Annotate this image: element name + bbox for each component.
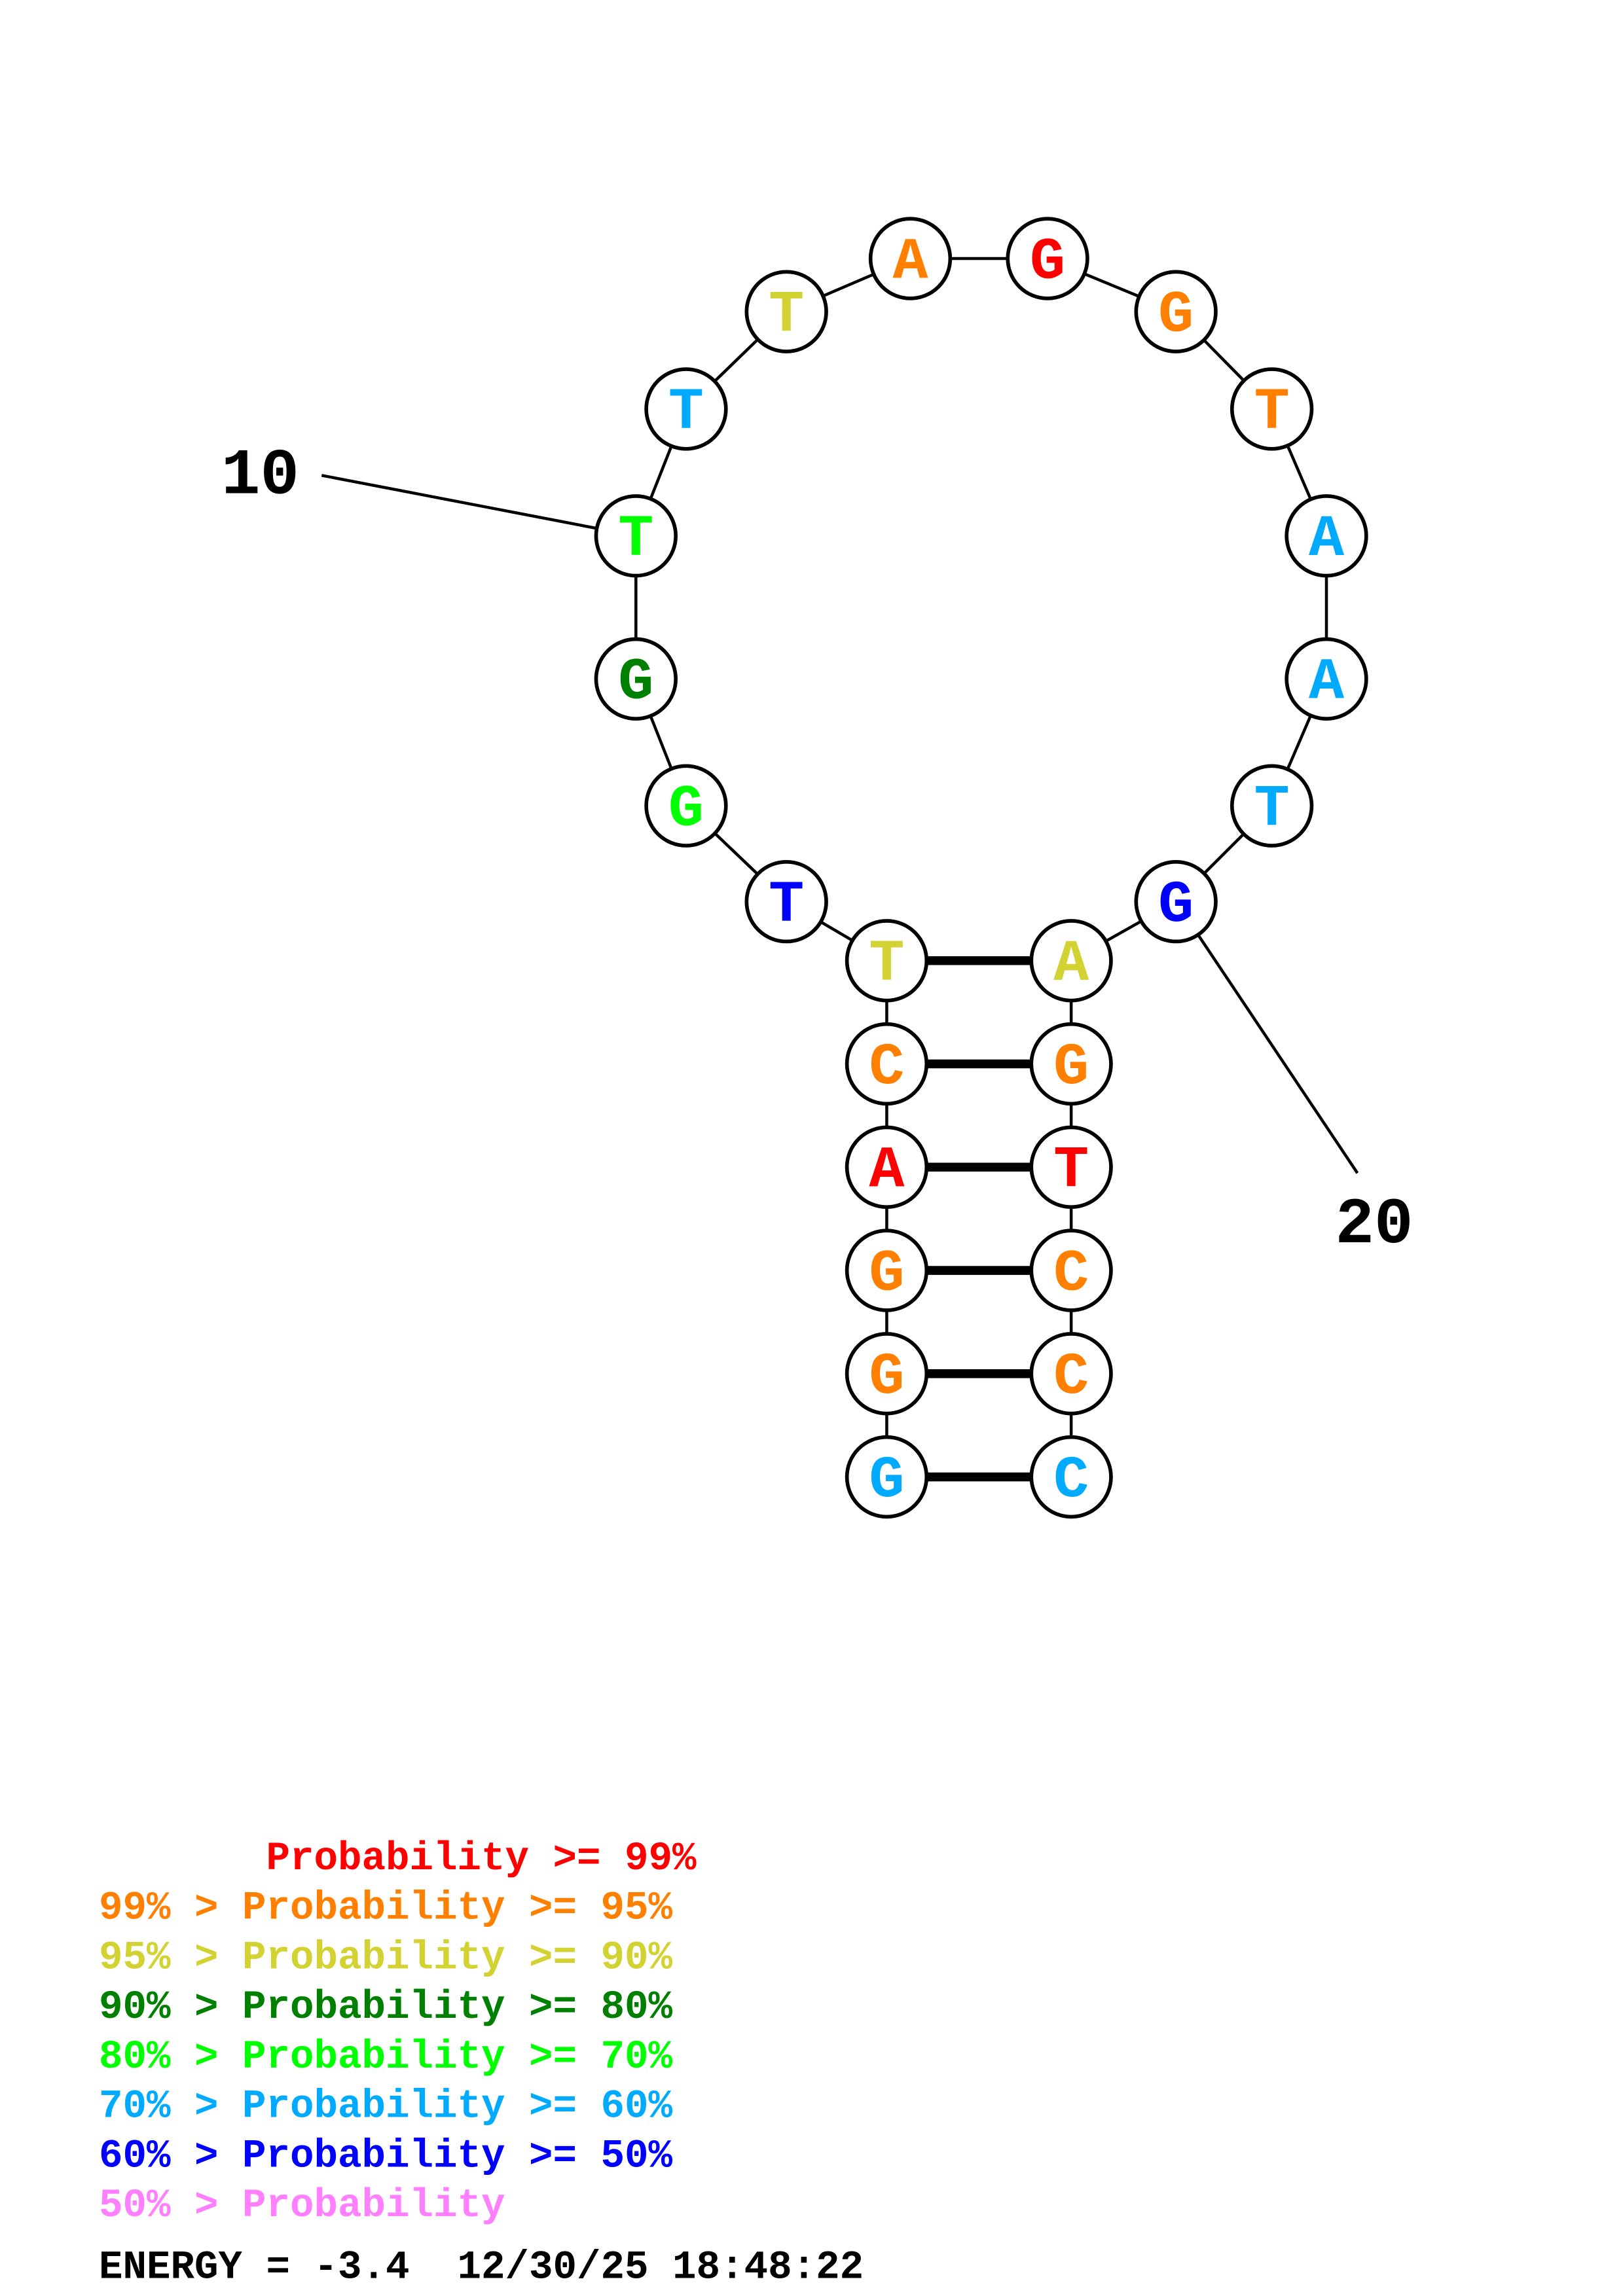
position-label: 20 bbox=[1336, 1188, 1413, 1262]
nucleotide-circle bbox=[845, 1229, 929, 1312]
nucleotide-4: A bbox=[845, 1125, 929, 1209]
nucleotide-base: T bbox=[668, 380, 704, 446]
nucleotide-circle bbox=[1029, 1229, 1113, 1312]
nucleotide-21: A bbox=[1029, 919, 1113, 1003]
legend-entry: Probability >= 99% bbox=[99, 1837, 697, 1882]
legend-entry: 60% > Probability >= 50% bbox=[99, 2134, 673, 2179]
nucleotide-base: C bbox=[1053, 1448, 1089, 1515]
nucleotide-base: T bbox=[1053, 1138, 1089, 1205]
nucleotide-circle bbox=[644, 367, 728, 451]
nucleotide-base: T bbox=[1254, 776, 1290, 843]
nucleotide-base: G bbox=[1053, 1035, 1089, 1102]
nucleotide-circle bbox=[1006, 217, 1089, 300]
nucleotide-23: T bbox=[1029, 1125, 1113, 1209]
nucleotide-circle bbox=[594, 637, 678, 721]
nucleotide-10: T bbox=[594, 494, 678, 578]
nucleotide-base: C bbox=[869, 1035, 904, 1102]
legend-entry: 50% > Probability bbox=[99, 2183, 505, 2229]
legend-entry: 80% > Probability >= 70% bbox=[99, 2035, 673, 2080]
legend-entry: 70% > Probability >= 60% bbox=[99, 2085, 673, 2130]
nucleotide-base: A bbox=[1309, 650, 1345, 717]
nucleotide-circle bbox=[1285, 637, 1368, 721]
nucleotide-base: G bbox=[618, 650, 653, 717]
backbone-lines bbox=[634, 257, 1328, 1477]
nucleotide-circle bbox=[644, 764, 728, 848]
nucleotide-circle bbox=[1230, 764, 1314, 848]
nucleotide-base: T bbox=[769, 282, 804, 349]
nucleotide-15: G bbox=[1134, 270, 1218, 353]
nucleotide-base: C bbox=[1053, 1344, 1089, 1411]
nucleotide-base: T bbox=[618, 507, 653, 573]
nucleotide-base: T bbox=[869, 931, 904, 998]
nucleotide-24: C bbox=[1029, 1229, 1113, 1312]
nucleotide-26: C bbox=[1029, 1435, 1113, 1519]
nucleotide-circle bbox=[1029, 919, 1113, 1003]
position-label-leader bbox=[321, 474, 636, 537]
nucleotide-circle bbox=[1029, 1435, 1113, 1519]
nucleotide-25: C bbox=[1029, 1332, 1113, 1416]
nucleotide-20: G bbox=[1134, 859, 1218, 944]
nucleotide-circle bbox=[1029, 1022, 1113, 1106]
nucleotide-base: G bbox=[1030, 229, 1065, 296]
nucleotide-circle bbox=[845, 1022, 929, 1106]
nucleotide-5: C bbox=[845, 1022, 929, 1106]
nucleotide-circle bbox=[1029, 1332, 1113, 1416]
nucleotide-base: G bbox=[869, 1344, 904, 1411]
nucleotide-circle bbox=[845, 1332, 929, 1416]
nucleotide-circle bbox=[1029, 1125, 1113, 1209]
position-labels: 10 20 bbox=[221, 439, 1413, 1262]
nucleotide-17: A bbox=[1285, 494, 1368, 578]
nucleotide-base: G bbox=[869, 1448, 904, 1515]
nucleotide-base: T bbox=[769, 872, 804, 939]
nucleotide-circle bbox=[1285, 494, 1368, 578]
nucleotide-2: G bbox=[845, 1332, 929, 1416]
legend-entry: 90% > Probability >= 80% bbox=[99, 1985, 673, 2030]
nucleotide-7: T bbox=[744, 859, 828, 944]
nucleotide-18: A bbox=[1285, 637, 1368, 721]
probability-legend: Probability >= 99%99% > Probability >= 9… bbox=[99, 1837, 697, 2229]
nucleotide-circle bbox=[744, 859, 828, 944]
position-label-leader bbox=[1175, 901, 1359, 1174]
nucleotide-circle bbox=[845, 1435, 929, 1519]
nucleotide-3: G bbox=[845, 1229, 929, 1312]
nucleotide-base: G bbox=[869, 1241, 904, 1308]
nucleotide-13: A bbox=[868, 217, 953, 300]
nucleotide-11: T bbox=[644, 367, 728, 451]
nucleotide-circle bbox=[1134, 859, 1218, 944]
nucleotide-base: G bbox=[1158, 282, 1194, 349]
energy-footer: ENERGY = -3.4 12/30/25 18:48:22 bbox=[99, 2245, 864, 2290]
legend-entry: 95% > Probability >= 90% bbox=[99, 1935, 673, 1981]
nucleotide-8: G bbox=[644, 764, 728, 848]
nucleotide-circle bbox=[868, 217, 953, 300]
nucleotide-6: T bbox=[845, 919, 929, 1003]
nucleotide-base: G bbox=[1158, 872, 1194, 939]
nucleotide-19: T bbox=[1230, 764, 1314, 848]
nucleotide-14: G bbox=[1006, 217, 1089, 300]
nucleotide-12: T bbox=[744, 270, 828, 353]
nucleotide-16: T bbox=[1230, 367, 1314, 451]
nucleotide-circle bbox=[845, 919, 929, 1003]
nucleotide-base: T bbox=[1254, 380, 1290, 446]
position-label: 10 bbox=[221, 439, 299, 512]
nucleotide-base: A bbox=[1053, 931, 1089, 998]
nucleotide-22: G bbox=[1029, 1022, 1113, 1106]
nucleotide-base: G bbox=[668, 776, 704, 843]
legend-entry: 99% > Probability >= 95% bbox=[99, 1886, 673, 1931]
nucleotide-circle bbox=[744, 270, 828, 353]
nucleotide-circle bbox=[594, 494, 678, 578]
nucleotide-1: G bbox=[845, 1435, 929, 1519]
nucleotide-circle bbox=[845, 1125, 929, 1209]
nucleotide-base: A bbox=[1309, 507, 1345, 573]
nucleotide-base: A bbox=[869, 1138, 905, 1205]
nucleotide-base: C bbox=[1053, 1241, 1089, 1308]
nucleotide-circle bbox=[1134, 270, 1218, 353]
nucleotide-base: A bbox=[892, 229, 928, 296]
nucleotide-circle bbox=[1230, 367, 1314, 451]
nucleotide-9: G bbox=[594, 637, 678, 721]
